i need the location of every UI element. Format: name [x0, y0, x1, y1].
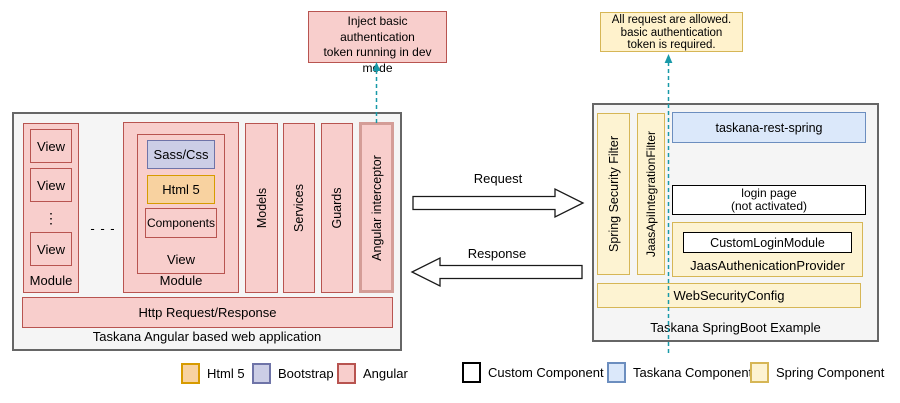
angular-interceptor-label: Angular interceptor [369, 154, 384, 261]
view-container-label: View [167, 252, 195, 267]
module-2: Sass/Css Html 5 Components View Module [123, 122, 239, 293]
view-box-1: View [30, 129, 72, 163]
legend-label-custom: Custom Component [488, 364, 604, 380]
dev-token-note-line2: token running in dev [323, 45, 432, 59]
models-label: Models [254, 187, 269, 229]
legend-item-angular: Angular [337, 361, 408, 385]
legend-item-custom: Custom Component [462, 360, 604, 384]
view-box-3: View [30, 232, 72, 266]
module-1-label: Module [29, 273, 73, 288]
guards-label: Guards [330, 187, 344, 229]
services-label: Services [292, 184, 306, 232]
jaas-authentication-provider-label: JaasAuthenicationProvider [690, 258, 845, 273]
sass-css-box: Sass/Css [147, 140, 215, 169]
legend-item-bootstrap: Bootstrap [252, 361, 334, 385]
models-column: Models [245, 123, 278, 293]
more-modules-dots: - - - [90, 220, 116, 236]
taskana-component-swatch [607, 361, 626, 383]
auth-required-connector-arrowhead [664, 54, 673, 63]
view-box-2: View [30, 168, 72, 202]
login-page-line2: (not activated) [730, 199, 808, 213]
spring-security-filter-column: Spring Security Filter [597, 113, 630, 275]
jaas-authentication-provider-box: CustomLoginModule JaasAuthenicationProvi… [672, 222, 863, 277]
legend-item-html5: Html 5 [181, 361, 245, 385]
legend-label-taskana: Taskana Component [633, 364, 753, 380]
http-request-response-bar: Http Request/Response [22, 297, 393, 328]
guards-column: Guards [321, 123, 353, 293]
dev-token-note-line3: mode [362, 60, 393, 75]
legend-label-angular: Angular [363, 365, 408, 381]
bootstrap-swatch [252, 362, 271, 384]
angular-interceptor-column: Angular interceptor [359, 122, 394, 293]
auth-required-note-line1: All request are allowed. [611, 14, 732, 26]
web-security-config-bar: WebSecurityConfig [597, 283, 861, 308]
angular-app-title: Taskana Angular based web application [92, 329, 322, 344]
request-arrow [412, 187, 585, 219]
legend-item-spring: Spring Component [750, 360, 884, 384]
angular-swatch [337, 362, 356, 384]
custom-component-swatch [462, 361, 481, 383]
module-2-label: Module [159, 273, 203, 288]
login-page-line1: login page [741, 186, 797, 200]
taskana-rest-spring-box: taskana-rest-spring [672, 112, 866, 143]
jaas-api-integration-filter-column: JaasApiIntegrationFilter [637, 113, 665, 275]
vertical-ellipsis: ⋮ [44, 209, 58, 226]
jaas-api-integration-filter-label: JaasApiIntegrationFilter [644, 130, 658, 258]
custom-login-module-box: CustomLoginModule [683, 232, 852, 253]
module-1: View View ⋮ View Module [23, 123, 79, 293]
dev-token-note: Inject basic authentication token runnin… [308, 11, 447, 75]
legend-item-taskana: Taskana Component [607, 360, 752, 384]
request-label: Request [473, 171, 523, 186]
legend-label-bootstrap: Bootstrap [278, 365, 334, 381]
dev-token-note-line1: Inject basic authentication [340, 14, 415, 44]
auth-required-note: All request are allowed. basic authentic… [600, 12, 743, 52]
html5-box: Html 5 [147, 175, 215, 204]
spring-component-swatch [750, 361, 769, 383]
view-container: Sass/Css Html 5 Components View [137, 134, 225, 274]
response-label: Response [467, 246, 527, 261]
legend-label-spring: Spring Component [776, 364, 885, 380]
auth-required-note-line2: basic authentication [620, 26, 723, 39]
components-box: Components [145, 208, 217, 238]
login-page-box: login page (not activated) [672, 185, 866, 215]
legend-label-html5: Html 5 [207, 365, 245, 381]
springboot-title: Taskana SpringBoot Example [650, 320, 821, 335]
spring-security-filter-label: Spring Security Filter [606, 135, 621, 253]
html5-swatch [181, 362, 200, 384]
response-arrow [410, 256, 583, 288]
auth-required-note-line3: token is required. [627, 39, 716, 51]
services-column: Services [283, 123, 315, 293]
